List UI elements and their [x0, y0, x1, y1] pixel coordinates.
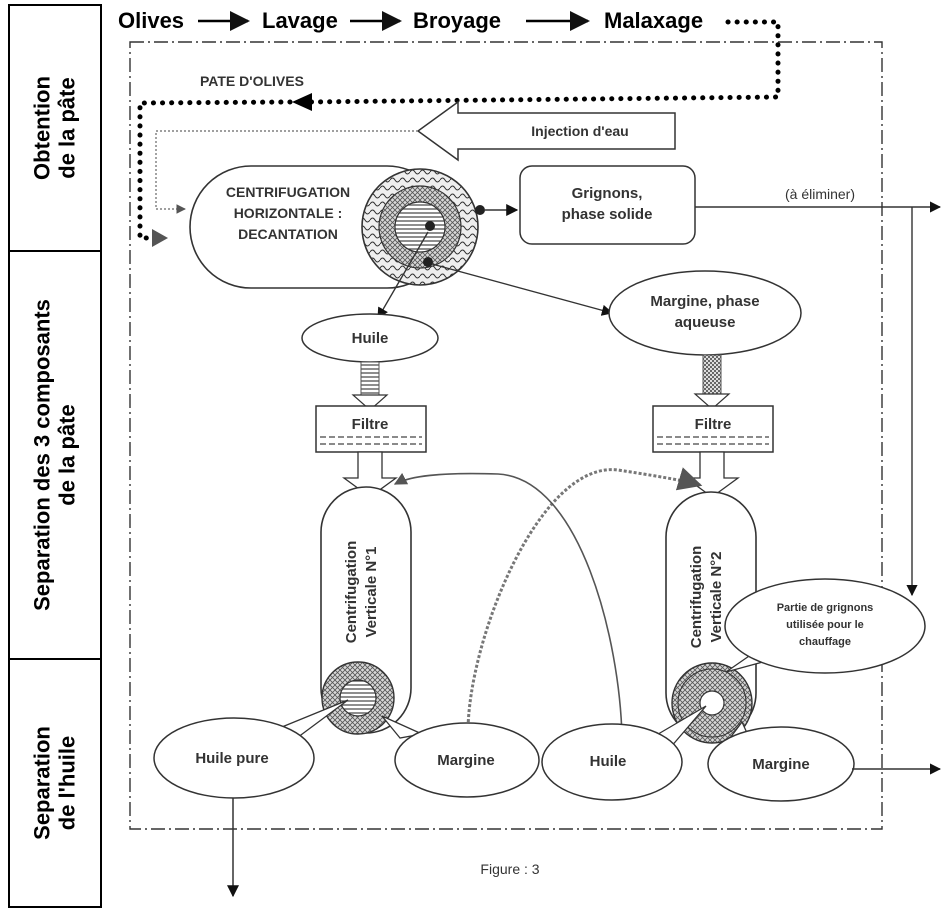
label-huile: Huile — [352, 330, 389, 347]
label-margine-1: Margine — [437, 752, 495, 769]
dotted-flow-pate — [303, 19, 781, 105]
huile-2-callout — [541, 723, 683, 801]
water-feed-line — [155, 130, 418, 214]
rotor-inner — [394, 201, 446, 253]
label-huile-2: Huile — [590, 753, 627, 770]
v2-rotor-inner — [699, 690, 725, 716]
v2-rotor-middle — [677, 668, 747, 738]
label-centrifugation-v1-1: Centrifugation — [343, 541, 360, 644]
arrow-to-margine — [431, 263, 614, 316]
section-separation-composants: Separation des 3 composants de la pâte — [8, 250, 102, 660]
label-centrifugation-horizontale-3: DECANTATION — [238, 226, 338, 242]
label-huile-pure: Huile pure — [195, 750, 268, 767]
dotted-flow-left — [137, 99, 293, 241]
v1-rotor-inner — [339, 679, 377, 717]
label-filtre-1: Filtre — [352, 416, 389, 433]
label-centrifugation-v2-2: Verticale N°2 — [708, 551, 725, 642]
hatched-arrow-2 — [693, 354, 731, 410]
arrow-to-huile — [377, 231, 429, 319]
label-partie-grignons-3: chauffage — [799, 636, 851, 648]
process-boundary — [129, 41, 883, 830]
section-obtention-pate: Obtention de la pâte — [8, 4, 102, 252]
partie-grignons-callout — [724, 578, 926, 674]
step-olives: Olives — [118, 8, 184, 33]
block-arrow-2 — [684, 451, 740, 498]
label-pate-olives: PATE D'OLIVES — [200, 73, 304, 89]
margine-aqueuse-ellipse — [608, 270, 802, 356]
label-centrifugation-horizontale-2: HORIZONTALE : — [234, 205, 343, 221]
margine-2-callout — [707, 726, 855, 802]
label-margine-2: Margine — [752, 756, 810, 773]
label-partie-grignons-2: utilisée pour le — [786, 619, 864, 631]
filter-1 — [315, 405, 427, 453]
label-centrifugation-v1-2: Verticale N°1 — [363, 546, 380, 637]
filter-2 — [652, 405, 774, 453]
injection-eau-arrow — [416, 100, 676, 162]
label-centrifugation-v2-1: Centrifugation — [688, 546, 705, 649]
label-grignons-2: phase solide — [562, 206, 653, 223]
grignons-box — [519, 165, 696, 245]
label-grignons-1: Grignons, — [572, 185, 643, 202]
dotted-arrowhead-pate — [292, 93, 312, 111]
margine-1-callout — [394, 722, 540, 798]
rotor-dot-margine — [423, 257, 433, 267]
step-malaxage: Malaxage — [604, 8, 703, 33]
label-partie-grignons-1: Partie de grignons — [777, 602, 874, 614]
label-margine-aqueuse-1: Margine, phase — [650, 293, 759, 310]
block-arrow-1 — [342, 451, 398, 498]
step-broyage: Broyage — [413, 8, 501, 33]
section-separation-huile: Separation de l'huile — [8, 658, 102, 908]
recycle-curve-huile-2 — [393, 472, 623, 739]
label-margine-aqueuse-2: aqueuse — [675, 314, 736, 331]
huile-pure-callout — [153, 717, 315, 799]
process-chain: Olives Lavage Broyage Malaxage — [118, 8, 703, 33]
recycle-curve-margine-1 — [466, 467, 703, 733]
step-lavage: Lavage — [262, 8, 338, 33]
label-centrifugation-horizontale-1: CENTRIFUGATION — [226, 184, 350, 200]
label-filtre-2: Filtre — [695, 416, 732, 433]
hatched-arrow-1 — [351, 361, 389, 411]
figure-caption: Figure : 3 — [480, 861, 539, 877]
rotor-dot-grignons — [475, 205, 485, 215]
dotted-arrowhead-left — [152, 229, 168, 247]
label-injection-eau: Injection d'eau — [531, 123, 628, 139]
label-a-eliminer: (à éliminer) — [785, 186, 855, 202]
rotor-dot-huile — [425, 221, 435, 231]
